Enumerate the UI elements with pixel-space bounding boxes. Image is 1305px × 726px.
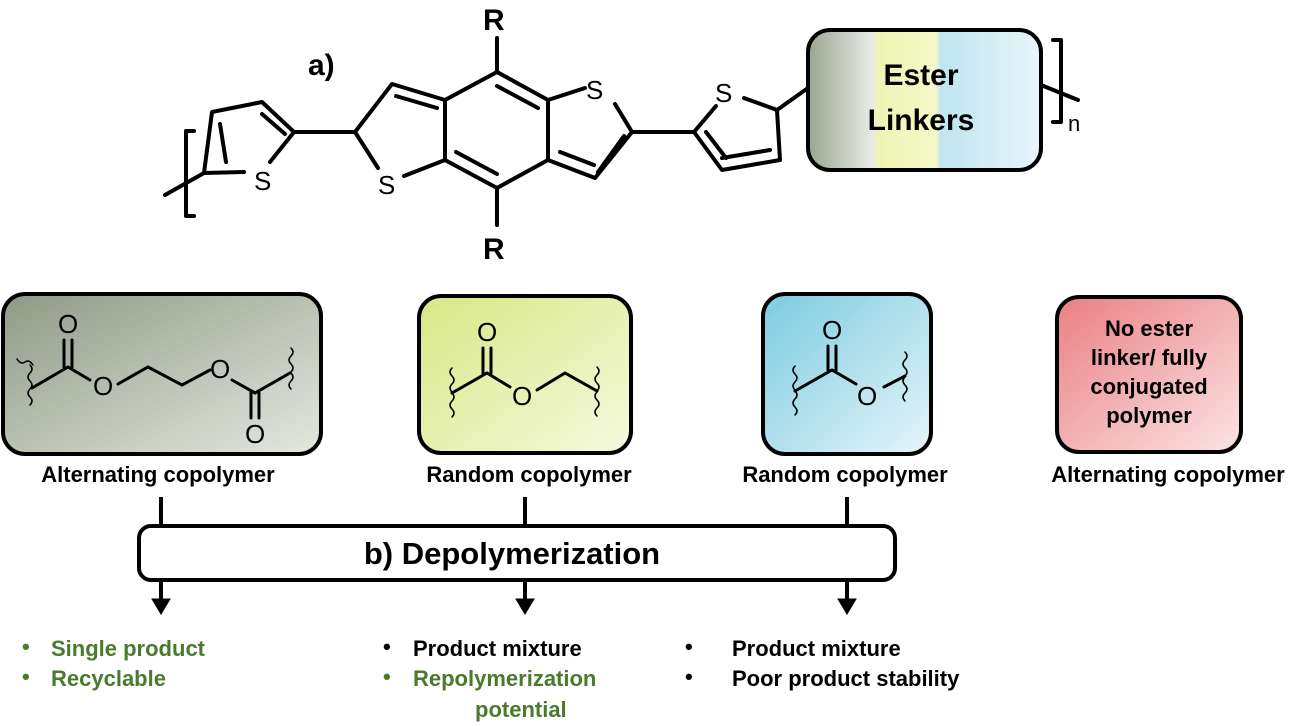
outcome-recyclable: Recyclable xyxy=(51,666,166,691)
ester-box-line2: Linkers xyxy=(868,104,975,137)
outcome-list-3: • Product mixture • Poor product stabili… xyxy=(685,634,960,691)
left-thiophene-ring xyxy=(202,100,296,175)
repeat-subscript: n xyxy=(1068,111,1080,136)
sulfur-bdt-left: S xyxy=(378,170,395,200)
oxygen-atom: O xyxy=(857,381,877,411)
right-bracket xyxy=(1051,38,1063,124)
panel-a-label: a) xyxy=(308,49,335,82)
left-bracket xyxy=(184,129,196,218)
sulfur-right-thiophene: S xyxy=(715,78,732,108)
oxygen-atom: O xyxy=(512,381,532,411)
substituent-r-top: R xyxy=(483,4,505,37)
linker-box-random-1 xyxy=(417,294,633,455)
caption-alternating-copolymer: Alternating copolymer xyxy=(41,462,275,487)
ester-box-line1: Ester xyxy=(883,59,958,92)
ester-linker-box xyxy=(806,28,1043,172)
outcome-repolymerization: Repolymerization xyxy=(413,666,596,691)
sulfur-left-thiophene: S xyxy=(254,166,271,196)
bullet-mark: • xyxy=(685,664,693,689)
outcome-repolymerization-potential: potential xyxy=(475,697,567,722)
caption-random-copolymer: Random copolymer xyxy=(742,462,948,487)
outcome-product-mixture: Product mixture xyxy=(732,636,901,661)
bullet-mark: • xyxy=(22,634,30,659)
benzene-ring xyxy=(443,70,550,190)
arrow-down-icon xyxy=(515,598,535,615)
no-ester-line: conjugated xyxy=(1090,374,1207,399)
caption-random-copolymer: Random copolymer xyxy=(426,462,632,487)
outcome-poor-stability: Poor product stability xyxy=(732,666,960,691)
arrow-down-icon xyxy=(837,598,857,615)
no-ester-line: polymer xyxy=(1106,403,1192,428)
bullet-mark: • xyxy=(383,664,391,689)
bullet-mark: • xyxy=(383,634,391,659)
caption-alternating-copolymer: Alternating copolymer xyxy=(1051,462,1285,487)
oxygen-atom: O xyxy=(477,317,497,347)
depolymerization-label: b) Depolymerization xyxy=(364,536,660,571)
outcome-single-product: Single product xyxy=(51,636,206,661)
bond-ester-link xyxy=(775,86,810,112)
substituent-r-bottom: R xyxy=(483,233,505,266)
oxygen-atom: O xyxy=(822,315,842,345)
bullet-mark: • xyxy=(22,664,30,689)
right-thiophene-ring xyxy=(692,96,782,172)
oxygen-atom: O xyxy=(210,354,230,384)
bullet-mark: • xyxy=(685,634,693,659)
arrow-down-icon xyxy=(151,598,171,615)
depolymerization-box xyxy=(137,524,897,582)
outcome-list-2: • Product mixture • Repolymerization pot… xyxy=(383,634,596,722)
oxygen-atom: O xyxy=(245,419,265,449)
oxygen-atom: O xyxy=(58,309,78,339)
linker-box-no-ester xyxy=(1055,295,1243,454)
sulfur-bdt-right: S xyxy=(586,75,603,105)
outcome-list-1: • Single product • Recyclable xyxy=(22,634,206,691)
linker-box-random-2 xyxy=(761,292,933,456)
left-bond-stub xyxy=(163,171,206,197)
no-ester-line: linker/ fully xyxy=(1091,345,1208,370)
no-ester-line: No ester xyxy=(1105,316,1193,341)
outcome-product-mixture: Product mixture xyxy=(413,636,582,661)
oxygen-atom: O xyxy=(93,371,113,401)
panel-a xyxy=(163,36,1080,227)
